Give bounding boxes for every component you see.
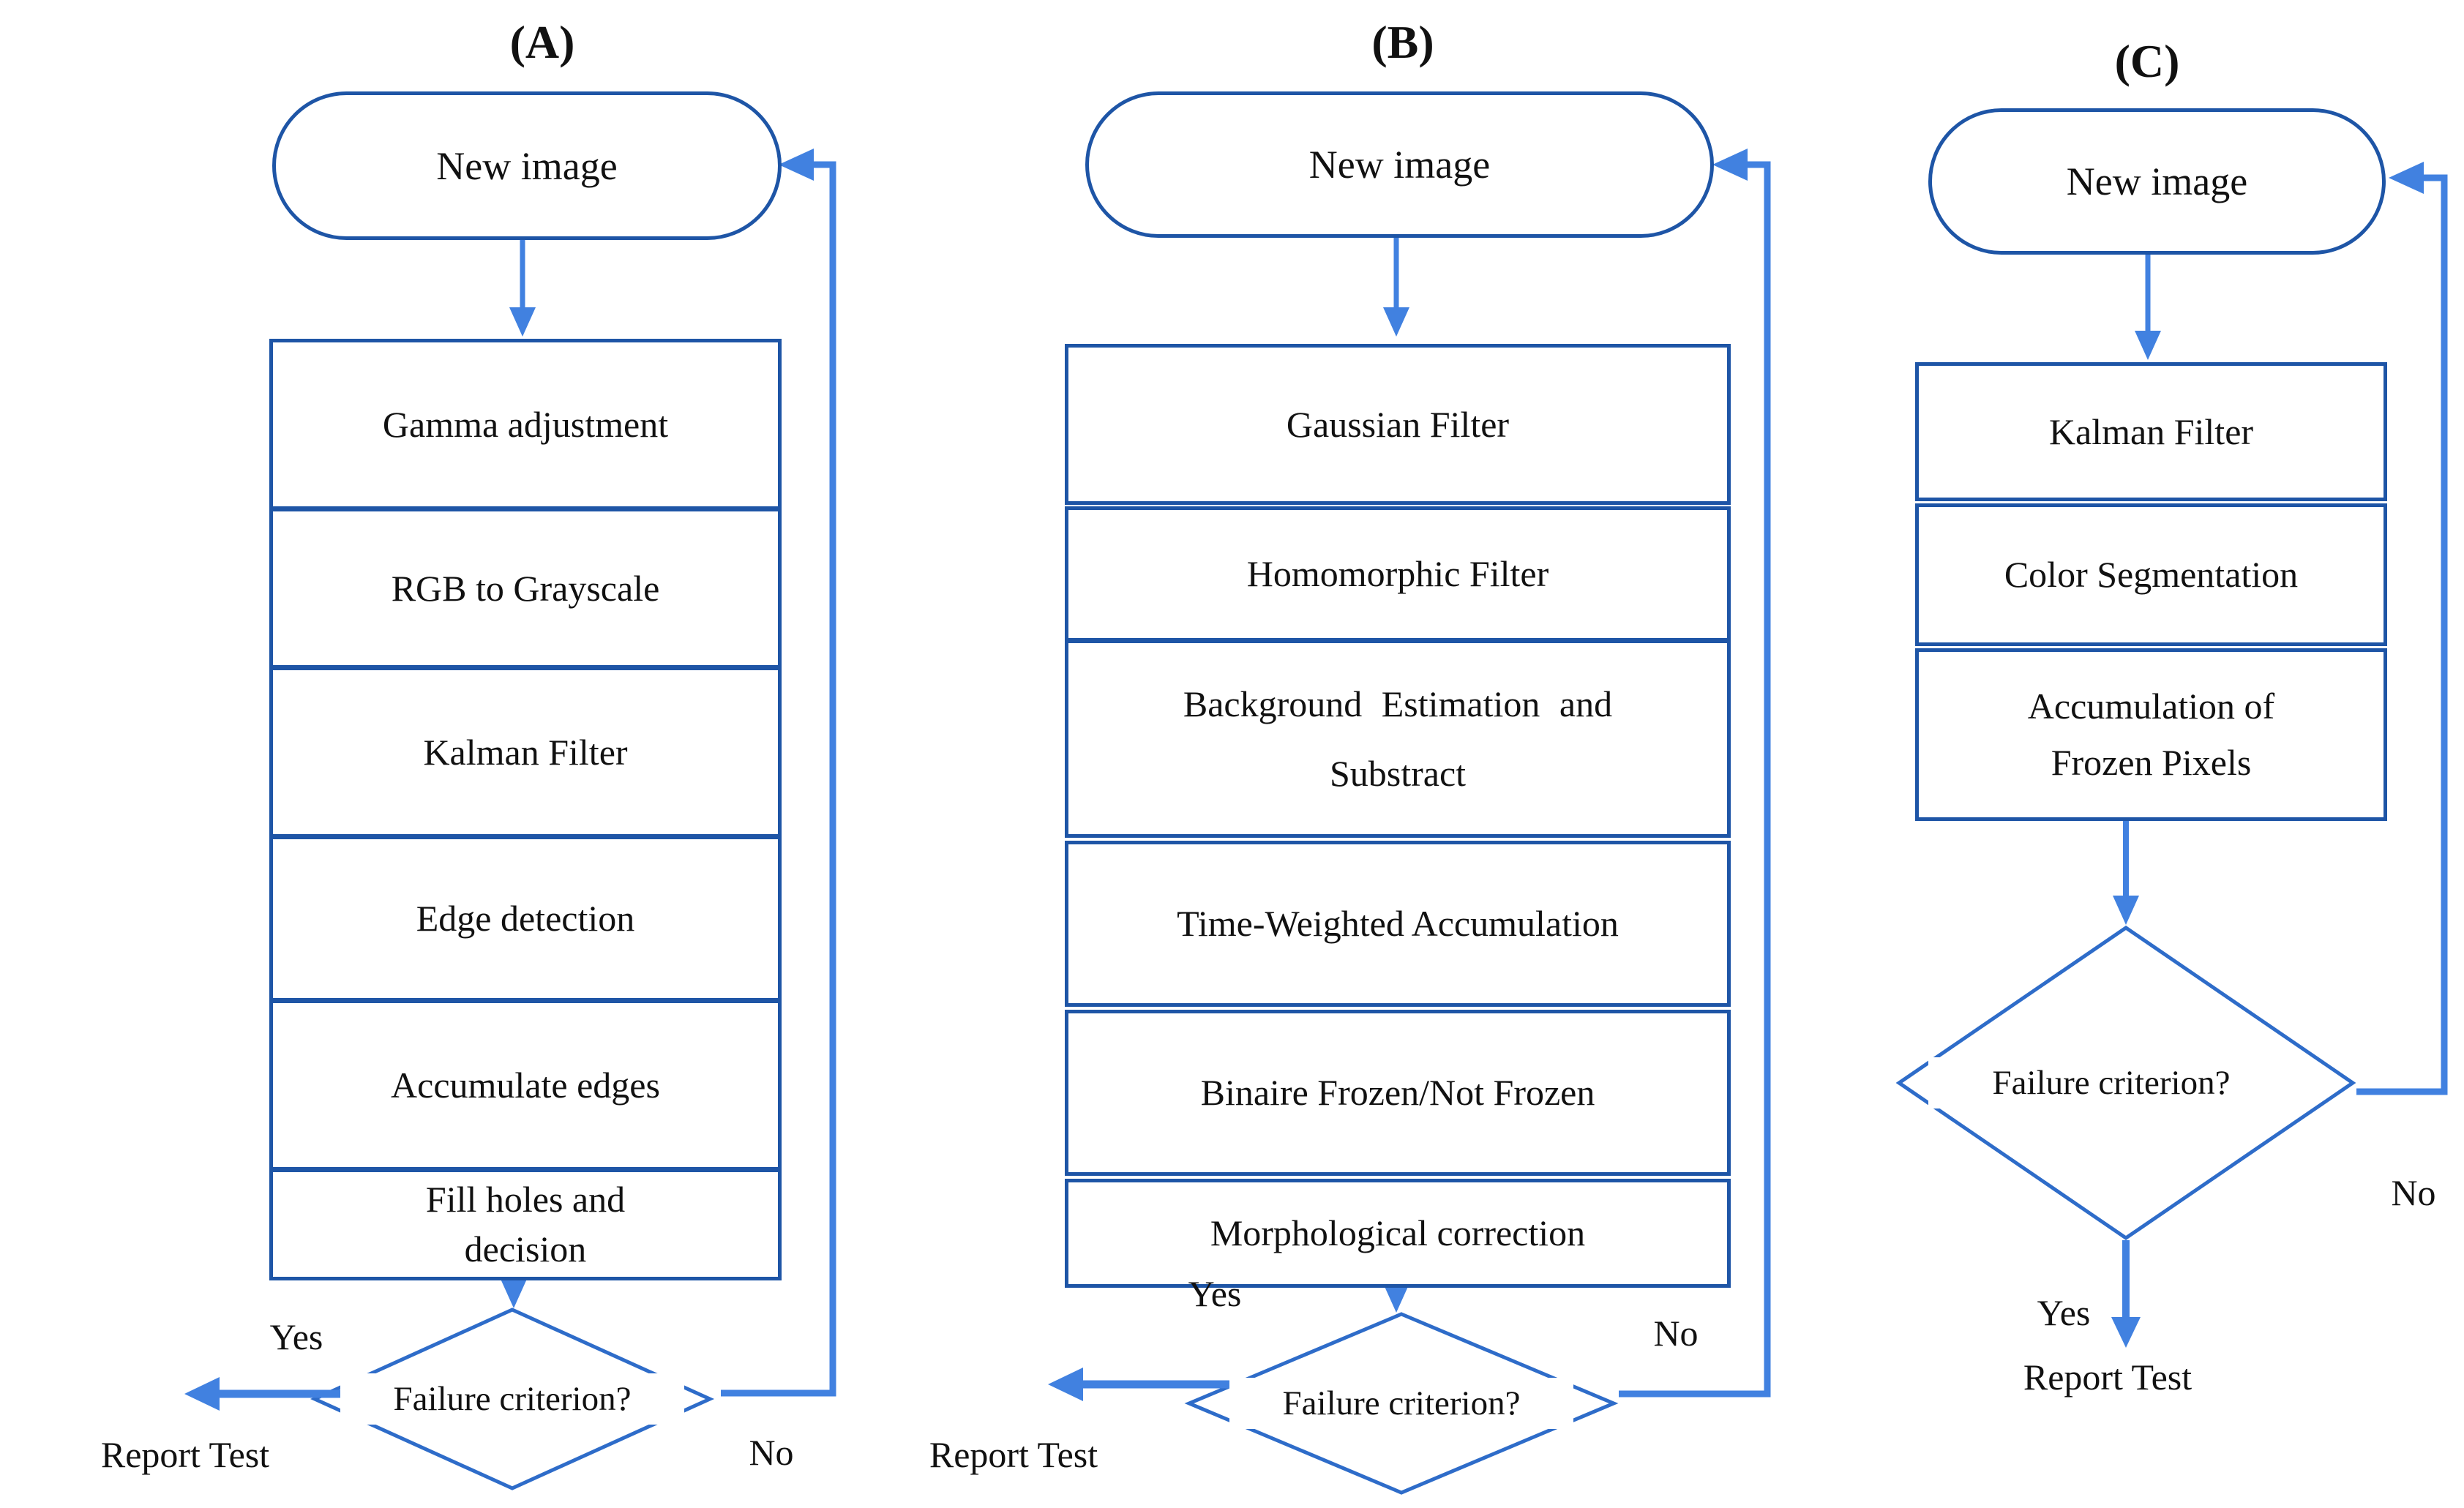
panel-a-title: (A) <box>509 16 575 68</box>
panel-a-report-test-label: Report Test <box>100 1434 270 1475</box>
box-label-line: Frozen Pixels <box>2051 742 2252 783</box>
arrowhead-icon <box>1383 1283 1409 1313</box>
panel-b-connectors <box>1048 149 1771 1495</box>
panel-a-box-rgb-to-grayscale: RGB to Grayscale <box>269 508 782 669</box>
panel-c-report-test-label: Report Test <box>2023 1357 2192 1398</box>
panel-b-box-background-estimation: Background Estimation and Substract <box>1065 639 1731 838</box>
decision-diamond-a <box>310 1308 715 1490</box>
panel-c-yes-label: Yes <box>2037 1292 2091 1333</box>
arrowhead-icon <box>2113 896 2139 925</box>
panel-a-box-accumulate-edges: Accumulate edges <box>269 999 782 1171</box>
arrowhead-icon <box>509 307 536 337</box>
panel-c-box-accumulation-frozen-pixels: Accumulation of Frozen Pixels <box>1915 648 2387 821</box>
panel-b-title: (B) <box>1371 16 1434 68</box>
box-label-line: Substract <box>1329 752 1467 794</box>
panel-a-box-gamma-adjustment: Gamma adjustment <box>269 339 782 510</box>
box-label: Binaire Frozen/Not Frozen <box>1200 1072 1595 1113</box>
panel-c-box-kalman-filter: Kalman Filter <box>1915 362 2387 501</box>
box-label: Gaussian Filter <box>1286 403 1510 445</box>
arrowhead-icon <box>1383 307 1409 337</box>
panel-c-no-label: No <box>2391 1172 2436 1213</box>
panel-a-box-edge-detection: Edge detection <box>269 836 782 1002</box>
panel-a-no-label: No <box>749 1432 794 1473</box>
arrowhead-icon <box>779 149 814 181</box>
arrowhead-icon <box>2389 162 2424 194</box>
panel-c-box-color-segmentation: Color Segmentation <box>1915 503 2387 646</box>
box-label: RGB to Grayscale <box>391 567 660 609</box>
box-label: Gamma adjustment <box>382 403 669 445</box>
panel-a-box-kalman-filter: Kalman Filter <box>269 667 782 838</box>
panel-b-box-gaussian-filter: Gaussian Filter <box>1065 344 1731 505</box>
box-label: Time-Weighted Accumulation <box>1177 903 1619 944</box>
box-label-line: decision <box>464 1228 587 1269</box>
arrowhead-icon <box>2111 1317 2141 1348</box>
arrowhead-icon <box>184 1377 220 1411</box>
box-label: Kalman Filter <box>2048 410 2254 452</box>
panel-c-start-label: New image <box>2066 160 2248 203</box>
panel-b-start-terminal: New image <box>1085 91 1714 238</box>
arrowhead-icon <box>1048 1368 1083 1401</box>
panel-b-box-morphological-correction: Morphological correction <box>1065 1179 1731 1288</box>
box-label: Morphological correction <box>1210 1212 1586 1253</box>
panel-c-decision-label: Failure criterion? <box>1928 1057 2294 1109</box>
panel-b-yes-label: Yes <box>1188 1273 1242 1314</box>
arrowhead-icon <box>1712 149 1748 181</box>
panel-a-start-label: New image <box>436 143 618 188</box>
panel-c-title: (C) <box>2114 35 2180 87</box>
decision-diamond-c <box>1895 925 2356 1241</box>
box-label: Homomorphic Filter <box>1246 553 1549 594</box>
loop-b-no <box>1619 161 1771 1398</box>
panel-b-box-homomorphic-filter: Homomorphic Filter <box>1065 506 1731 642</box>
box-label-line: Background Estimation and <box>1183 683 1613 724</box>
arrowhead-icon <box>501 1279 527 1308</box>
box-label: Edge detection <box>416 898 635 939</box>
arrowhead-icon <box>2135 331 2161 360</box>
panel-c-start-terminal: New image <box>1928 108 2386 255</box>
loop-a-no <box>721 161 836 1397</box>
box-label: Kalman Filter <box>423 731 628 773</box>
panel-b-report-test-label: Report Test <box>929 1434 1098 1475</box>
panel-b-box-binaire-frozen: Binaire Frozen/Not Frozen <box>1065 1010 1731 1176</box>
box-label: Accumulate edges <box>391 1064 660 1106</box>
panel-a-yes-label: Yes <box>269 1316 323 1357</box>
panel-c-connectors <box>1895 162 2448 1348</box>
decision-diamond-b <box>1184 1312 1619 1495</box>
box-label: Color Segmentation <box>2004 554 2299 595</box>
panel-b-box-time-weighted-accumulation: Time-Weighted Accumulation <box>1065 841 1731 1007</box>
panel-a-box-fill-holes-decision: Fill holes and decision <box>269 1168 782 1280</box>
panel-a-decision-label: Failure criterion? <box>340 1373 684 1425</box>
panel-a-start-terminal: New image <box>272 91 782 240</box>
panel-b-decision-label: Failure criterion? <box>1229 1378 1573 1429</box>
panel-b-start-label: New image <box>1308 143 1491 187</box>
box-label-line: Fill holes and <box>425 1179 626 1220</box>
panel-b-no-label: No <box>1653 1313 1699 1354</box>
loop-c-no <box>2356 174 2448 1095</box>
box-label-line: Accumulation of <box>2027 685 2275 727</box>
